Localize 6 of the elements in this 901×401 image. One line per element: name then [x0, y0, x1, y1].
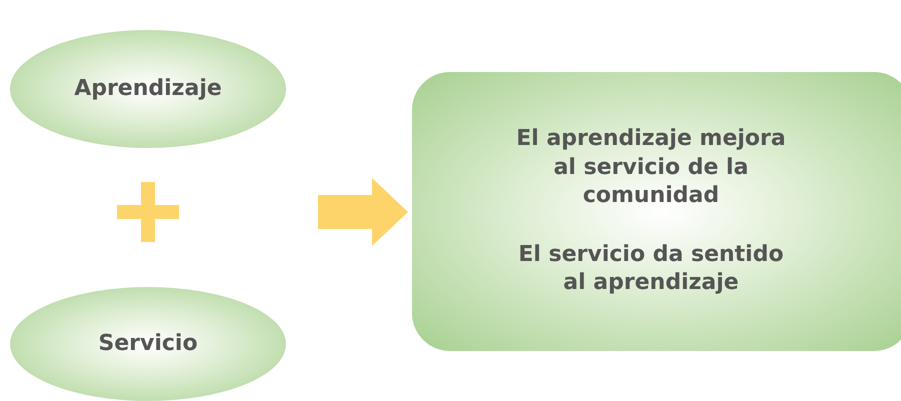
node-text: El servicio da sentido al aprendizaje: [517, 240, 785, 298]
node-text: El aprendizaje mejora al servicio de la comunidad: [515, 125, 787, 210]
block-arrow: [318, 178, 408, 246]
node-text: Aprendizaje: [74, 74, 222, 103]
node-text: Servicio: [98, 330, 198, 358]
rounded-box: [412, 72, 901, 351]
